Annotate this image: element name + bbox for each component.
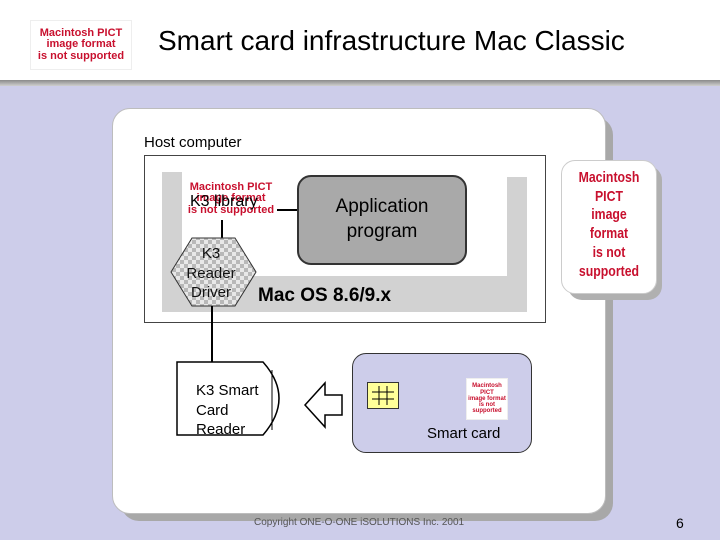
driver-line-1: K3 [201, 245, 221, 262]
smart-card-chip-icon [367, 382, 399, 409]
placeholder-line-1: Macintosh PICT [189, 180, 273, 193]
logo-placeholder-image: Macintosh PICT image format is not suppo… [30, 20, 132, 70]
page-number: 6 [676, 515, 684, 531]
host-computer-label: Host computer [144, 134, 242, 151]
k3-library-placeholder-image: Macintosh PICT image format is not suppo… [185, 178, 277, 220]
placeholder-line-3: is not supported [37, 49, 125, 62]
placeholder-line-3: is not supported [472, 402, 502, 415]
copyright-text: Copyright ONE-O-ONE iSOLUTIONS Inc. 2001 [254, 517, 465, 528]
placeholder-line-1: Macintosh PICT [578, 168, 640, 205]
header-divider [0, 80, 720, 86]
app-label-line-2: program [346, 221, 418, 242]
placeholder-line-3: is not supported [187, 203, 275, 216]
chip-contacts-icon [372, 386, 394, 405]
placeholder-line-3: is not supported [578, 243, 640, 280]
placeholder-line-1: Macintosh PICT [39, 26, 123, 39]
driver-line-2: Reader [186, 264, 236, 282]
driver-line-3: Driver [191, 284, 231, 301]
app-label-line-1: Application [335, 196, 429, 218]
right-placeholder-image: Macintosh PICT image format is not suppo… [573, 169, 645, 280]
placeholder-line-2: image format [46, 38, 116, 51]
smart-card-label: Smart card [427, 425, 501, 442]
card-logo-placeholder-image: Macintosh PICT image format is not suppo… [466, 378, 508, 420]
reader-line-3: Reader [196, 421, 246, 438]
application-program-box: Application program [297, 175, 467, 265]
reader-line-2: Card [196, 401, 229, 419]
mac-os-label: Mac OS 8.6/9.x [258, 285, 392, 306]
placeholder-line-2: image format [196, 192, 266, 205]
k3-reader-driver-hexagon [170, 237, 257, 307]
smart-card-reader-shape [176, 361, 280, 436]
k3-reader-driver-label: K3 Reader Driver [176, 244, 246, 303]
smart-card-reader-label: K3 Smart Card Reader [196, 381, 259, 440]
placeholder-line-2: image format [589, 206, 629, 242]
k3-library-label: K3 library [190, 193, 258, 210]
insert-card-arrow [303, 381, 343, 429]
reader-line-1: K3 Smart [196, 382, 259, 399]
page-title: Smart card infrastructure Mac Classic [158, 25, 625, 56]
placeholder-line-1: Macintosh PICT [472, 383, 502, 396]
placeholder-line-2: image format [468, 395, 506, 402]
